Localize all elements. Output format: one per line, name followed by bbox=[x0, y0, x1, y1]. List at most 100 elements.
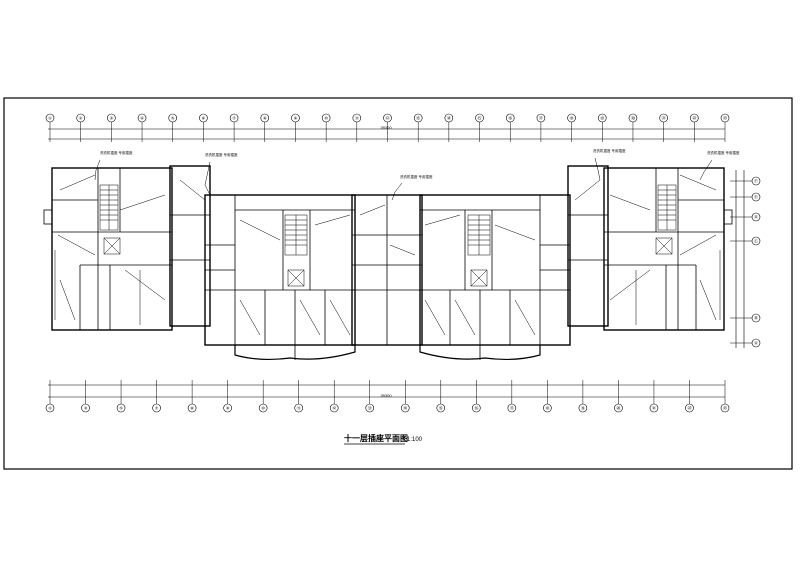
stair-right bbox=[655, 184, 677, 255]
axis-right-5: Ⓑ bbox=[730, 313, 761, 323]
unit-left-center bbox=[204, 194, 356, 360]
svg-text:⑲: ⑲ bbox=[600, 115, 604, 121]
axis-bottom-11: ⑭ bbox=[400, 380, 410, 413]
balcony-left bbox=[234, 345, 356, 361]
svg-text:⑰: ⑰ bbox=[510, 405, 514, 411]
svg-text:⑫: ⑫ bbox=[332, 405, 336, 411]
svg-text:㉓: ㉓ bbox=[723, 405, 727, 411]
stair-center-left bbox=[284, 214, 308, 287]
axis-top-16: ⑯ bbox=[505, 113, 515, 142]
axis-top-4: ④ bbox=[137, 113, 147, 142]
callout-4: 洗衣机插座 专用插座 bbox=[593, 148, 626, 153]
right-dimension-lines bbox=[735, 170, 745, 348]
svg-text:Ⓕ: Ⓕ bbox=[754, 178, 758, 184]
svg-text:①: ① bbox=[48, 406, 52, 411]
svg-text:⑳: ⑳ bbox=[616, 405, 620, 411]
svg-text:⑯: ⑯ bbox=[474, 405, 478, 411]
svg-text:Ⓑ: Ⓑ bbox=[754, 315, 758, 321]
axis-top-10: ⑩ bbox=[321, 113, 331, 142]
axis-bottom-5: ⑧ bbox=[187, 380, 197, 413]
axis-labels-right: Ⓕ Ⓔ Ⓓ Ⓒ Ⓑ Ⓐ bbox=[730, 176, 761, 348]
stair-left bbox=[99, 184, 121, 255]
svg-text:Ⓐ: Ⓐ bbox=[754, 340, 758, 346]
svg-text:㉒: ㉒ bbox=[692, 115, 696, 121]
axis-right-3: Ⓓ bbox=[730, 212, 761, 222]
top-dimension-lines bbox=[48, 128, 725, 140]
axis-right-2: Ⓔ bbox=[730, 192, 761, 202]
drawing-title: 十一层插座平面图 bbox=[344, 433, 408, 443]
svg-text:⑧: ⑧ bbox=[263, 116, 267, 121]
svg-text:⑭: ⑭ bbox=[447, 115, 451, 121]
axis-top-2: ② bbox=[76, 113, 85, 142]
axis-bottom-16: ⑲ bbox=[578, 380, 588, 413]
svg-text:⑮: ⑮ bbox=[478, 115, 482, 121]
axis-top-12: ⑫ bbox=[383, 113, 392, 142]
socket-wiring bbox=[54, 174, 721, 336]
axis-top-1: ① bbox=[45, 113, 55, 142]
bottom-dimension-lines bbox=[48, 384, 725, 398]
axis-top-20: ⑳ bbox=[628, 113, 638, 142]
axis-bottom-18: ㉑ bbox=[649, 380, 659, 413]
svg-text:⑨: ⑨ bbox=[226, 406, 230, 411]
svg-text:②: ② bbox=[79, 116, 83, 121]
axis-top-14: ⑭ bbox=[444, 113, 454, 142]
callout-1: 洗衣机插座 专用插座 bbox=[100, 150, 133, 155]
svg-text:⑰: ⑰ bbox=[539, 115, 543, 121]
axis-bottom-13: ⑯ bbox=[472, 380, 481, 413]
axis-bottom-19: ㉒ bbox=[685, 380, 694, 413]
axis-bottom-8: ⑪ bbox=[294, 380, 303, 413]
axis-top-7: ⑦ bbox=[229, 113, 239, 142]
svg-text:⑩: ⑩ bbox=[324, 116, 328, 121]
axis-bottom-4: ⑦ bbox=[152, 380, 161, 413]
svg-text:①: ① bbox=[48, 116, 52, 121]
total-dimension-top: 39300 bbox=[380, 125, 392, 130]
callout-2: 洗衣机插座 专用插座 bbox=[205, 152, 238, 157]
axis-bottom-12: ⑮ bbox=[436, 380, 446, 413]
axis-bottom-3: ⑤ bbox=[116, 380, 126, 413]
axis-top-21: ㉑ bbox=[659, 113, 668, 142]
axis-top-9: ⑨ bbox=[291, 113, 300, 142]
svg-text:④: ④ bbox=[140, 116, 144, 121]
svg-text:⑱: ⑱ bbox=[570, 115, 574, 121]
axis-top-15: ⑮ bbox=[475, 113, 484, 142]
svg-text:⑯: ⑯ bbox=[508, 115, 512, 121]
axis-top-8: ⑧ bbox=[260, 113, 270, 142]
svg-text:Ⓓ: Ⓓ bbox=[754, 214, 758, 220]
svg-text:⑳: ⑳ bbox=[631, 115, 635, 121]
svg-text:⑤: ⑤ bbox=[171, 116, 175, 121]
axis-top-22: ㉒ bbox=[690, 113, 699, 142]
svg-text:⑪: ⑪ bbox=[297, 405, 301, 411]
svg-text:⑩: ⑩ bbox=[261, 406, 265, 411]
svg-text:⑤: ⑤ bbox=[119, 406, 123, 411]
svg-text:㉓: ㉓ bbox=[723, 115, 727, 121]
axis-bottom-15: ⑱ bbox=[543, 380, 552, 413]
svg-text:⑦: ⑦ bbox=[232, 116, 236, 121]
svg-text:⑪: ⑪ bbox=[355, 115, 359, 121]
axis-right-1: Ⓕ bbox=[730, 176, 761, 186]
svg-text:㉑: ㉑ bbox=[662, 115, 666, 121]
unit-center bbox=[351, 194, 423, 346]
axis-top-17: ⑰ bbox=[536, 113, 546, 142]
axis-top-19: ⑲ bbox=[597, 113, 607, 142]
unit-right-center bbox=[419, 194, 571, 360]
total-dimension-bottom: 39300 bbox=[380, 393, 392, 398]
drawing-scale: 1:100 bbox=[407, 437, 423, 443]
svg-text:⑲: ⑲ bbox=[581, 405, 585, 411]
unit-left-outer bbox=[43, 165, 211, 331]
callout-3: 洗衣机插座 专用插座 bbox=[400, 174, 433, 179]
svg-text:⑱: ⑱ bbox=[545, 405, 549, 411]
axis-bottom-10: ⑬ bbox=[365, 380, 375, 413]
callout-labels: 洗衣机插座 专用插座 洗衣机插座 专用插座 洗衣机插座 专用插座 洗衣机插座 专… bbox=[100, 148, 740, 179]
balcony-right bbox=[419, 345, 541, 361]
svg-text:⑦: ⑦ bbox=[155, 406, 159, 411]
axis-bottom-2: ③ bbox=[81, 380, 90, 413]
svg-text:⑫: ⑫ bbox=[386, 115, 390, 121]
svg-text:③: ③ bbox=[110, 116, 114, 121]
svg-text:Ⓒ: Ⓒ bbox=[754, 238, 758, 244]
svg-text:⑮: ⑮ bbox=[439, 405, 443, 411]
axis-top-23: ㉓ bbox=[720, 113, 730, 142]
svg-text:Ⓔ: Ⓔ bbox=[754, 194, 758, 200]
axis-top-13: ⑬ bbox=[413, 113, 423, 142]
